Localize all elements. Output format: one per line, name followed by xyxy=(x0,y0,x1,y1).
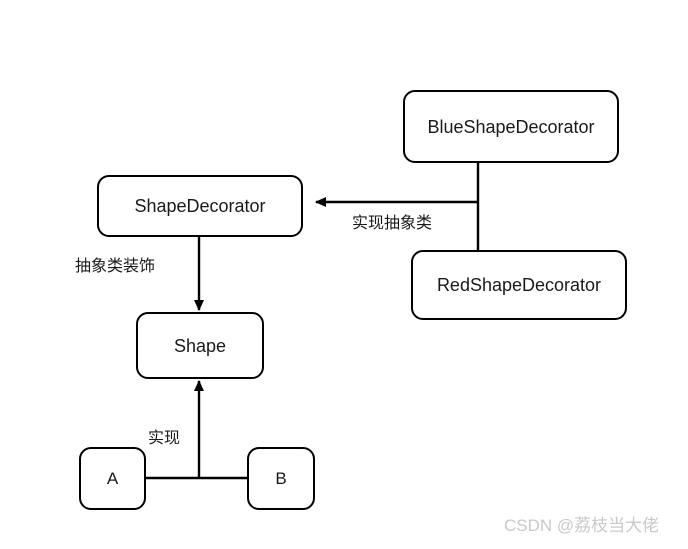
node-b-label: B xyxy=(275,469,287,488)
node-b[interactable]: B xyxy=(247,447,315,510)
node-a[interactable]: A xyxy=(79,447,146,510)
node-shapedecorator-label: ShapeDecorator xyxy=(134,196,266,216)
node-redshapedecorator-label: RedShapeDecorator xyxy=(436,275,602,295)
node-shape-label: Shape xyxy=(173,335,227,356)
node-shapedecorator[interactable]: ShapeDecorator xyxy=(97,175,303,237)
node-shape[interactable]: Shape xyxy=(136,312,264,379)
node-redshapedecorator[interactable]: RedShapeDecorator xyxy=(411,250,627,320)
edge-label-implement: 实现 xyxy=(148,430,181,447)
node-blueshapedecorator[interactable]: BlueShapeDecorator xyxy=(403,90,619,163)
node-blueshapedecorator-label: BlueShapeDecorator xyxy=(427,116,595,137)
node-a-label: A xyxy=(106,469,119,488)
watermark-csdn: CSDN @荔枝当大佬 xyxy=(504,516,660,535)
edge-label-abstract-class-decorate: 抽象类装饰 xyxy=(75,258,156,275)
edge-label-implement-abstract-class: 实现抽象类 xyxy=(352,215,433,232)
